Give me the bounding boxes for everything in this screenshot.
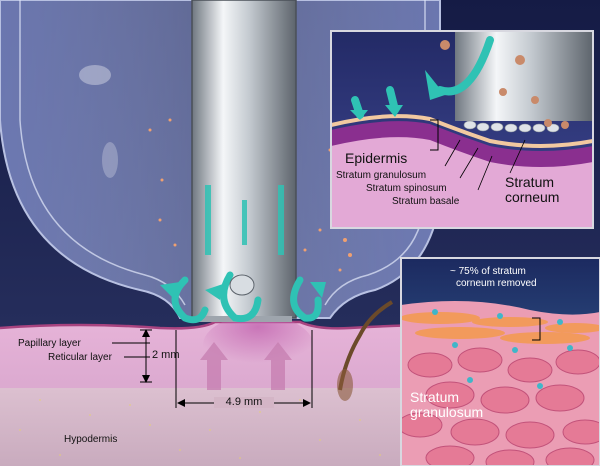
width-label: 4.9 mm	[214, 397, 274, 408]
cup-highlight	[102, 142, 118, 178]
inset-epidermis	[331, 31, 593, 228]
stratum-corneum-label-1: Stratum	[505, 174, 555, 190]
hair-follicle	[337, 369, 353, 401]
vortex-arrowheads	[160, 282, 326, 300]
removed-label-1: ~ 75% of stratum	[450, 266, 526, 277]
inset-granulosum	[401, 258, 600, 466]
inset-granulosum-frame	[400, 257, 600, 466]
probe	[191, 0, 297, 319]
stratum-corneum-label-2: corneum	[505, 189, 560, 205]
removed-label-2: corneum removed	[456, 278, 537, 289]
papillary-layer-label: Papillary layer	[18, 338, 81, 349]
inset-epidermis-frame	[330, 30, 594, 229]
stratum-spinosum-label: Stratum spinosum	[366, 183, 447, 194]
hypodermis-label: Hypodermis	[64, 434, 118, 445]
pressure-arrows	[200, 342, 292, 390]
reticular-layer-label: Reticular layer	[48, 352, 112, 363]
stratum-basale-label: Stratum basale	[392, 196, 460, 207]
epidermis-label: Epidermis	[345, 150, 408, 166]
dermis-depth-label: 2 mm	[152, 349, 180, 361]
cup-highlight	[79, 65, 111, 85]
stratum-granulosum-big-label-2: granulosum	[410, 404, 484, 420]
flow-arrows-down	[205, 185, 284, 255]
probe-ball	[229, 274, 255, 296]
stratum-granulosum-label: Stratum granulosum	[336, 170, 427, 181]
stratum-granulosum-big-label-1: Stratum	[410, 389, 460, 405]
